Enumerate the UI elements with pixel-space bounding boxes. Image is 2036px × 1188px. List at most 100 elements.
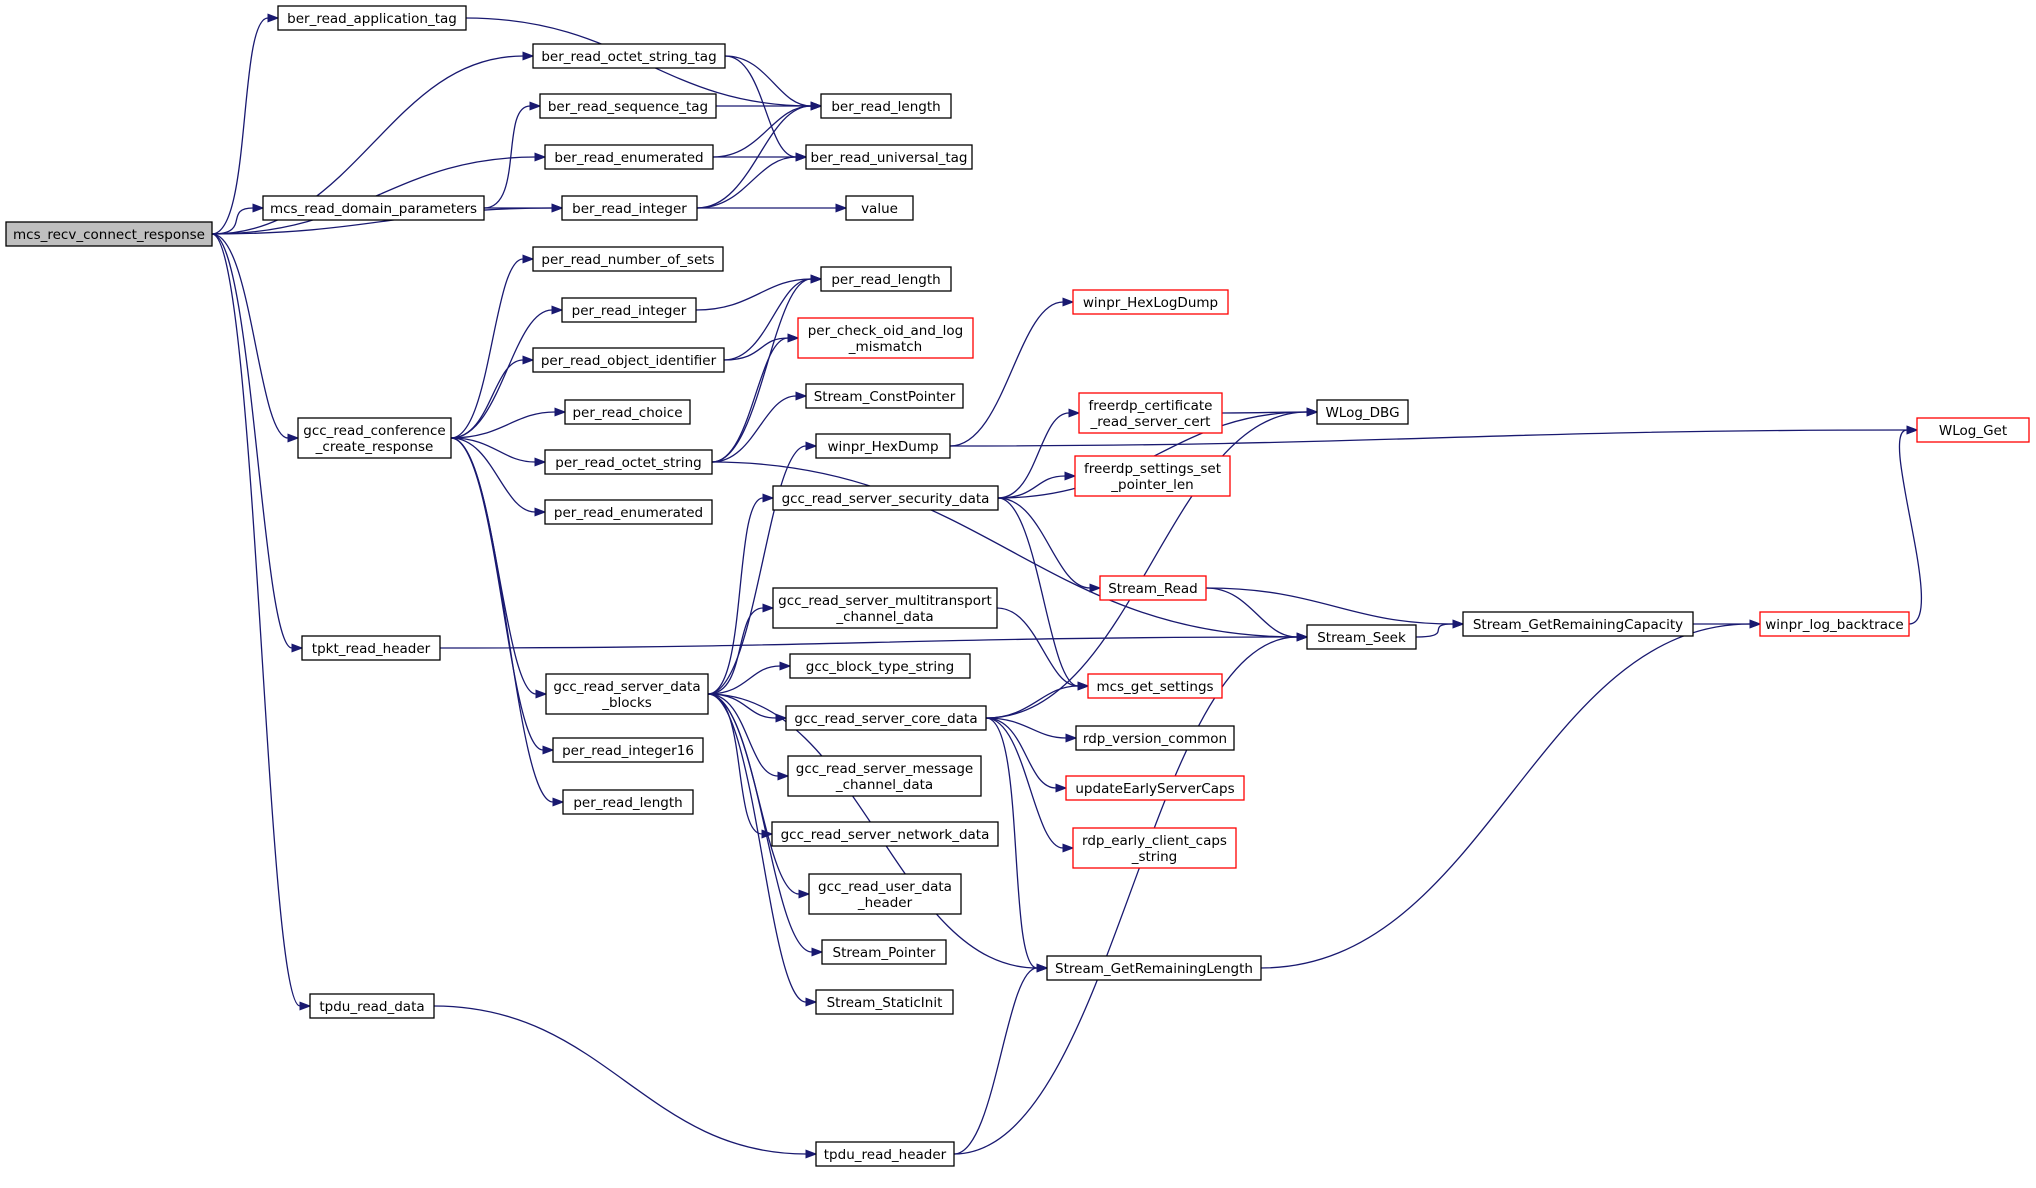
node-rdp-version-common[interactable]: rdp_version_common [1075,725,1235,751]
node-box [552,737,704,763]
node-per-read-object-identifier[interactable]: per_read_object_identifier [532,347,725,373]
edge-line [211,207,553,235]
node-ber-read-universal-tag[interactable]: ber_read_universal_tag [805,144,973,170]
edge-stream-seek-to-stream-getremainingcapacity [1415,619,1465,638]
node-label: mcs_recv_connect_response [13,227,205,243]
edge-line [707,693,800,895]
node-ber-read-length[interactable]: ber_read_length [820,93,952,119]
node-gcc-read-server-message-channel-data[interactable]: gcc_read_server_message_channel_data [787,755,982,797]
node-box [545,673,709,715]
node-label: tpkt_read_header [312,641,431,657]
node-label: tpdu_read_header [824,1147,947,1163]
node-box [561,195,698,221]
node-gcc-read-server-data-blocks[interactable]: gcc_read_server_data_blocks [545,673,709,715]
node-box [5,221,213,247]
node-per-read-integer16[interactable]: per_read_integer16 [552,737,704,763]
node-box [815,989,954,1015]
arrowhead-icon [551,305,564,315]
node-winpr-hexdump[interactable]: winpr_HexDump [815,433,951,459]
node-per-read-length[interactable]: per_read_length [820,266,952,292]
node-label: winpr_log_backtrace [1765,617,1903,633]
edge-gcc-read-server-data-blocks-to-stream-pointer [707,693,824,957]
node-gcc-read-server-multitransport-channel-data[interactable]: gcc_read_server_multitransport_channel_d… [772,587,998,629]
node-gcc-read-server-network-data[interactable]: gcc_read_server_network_data [771,821,999,847]
node-gcc-read-user-data-header[interactable]: gcc_read_user_data_header [808,873,962,915]
node-tpdu-read-header[interactable]: tpdu_read_header [815,1141,955,1167]
node-mcs-get-settings[interactable]: mcs_get_settings [1087,673,1223,699]
node-tpdu-read-data[interactable]: tpdu_read_data [309,993,435,1019]
node-updateearlyservercaps[interactable]: updateEarlyServerCaps [1065,775,1245,801]
node-label: gcc_block_type_string [806,659,954,675]
node-freerdp-settings-set-pointer-len[interactable]: freerdp_settings_set_pointer_len [1074,455,1231,497]
edge-line [711,461,1298,638]
node-label: Stream_GetRemainingLength [1055,961,1253,977]
node-ber-read-integer[interactable]: ber_read_integer [561,195,698,221]
node-stream-getremaininglength[interactable]: Stream_GetRemainingLength [1046,955,1262,981]
node-wlog-get[interactable]: WLog_Get [1916,417,2030,443]
node-winpr-hexlogdump[interactable]: winpr_HexLogDump [1072,289,1229,315]
node-per-check-oid-and-log-mismatch[interactable]: per_check_oid_and_log_mismatch [797,317,974,359]
node-wlog-dbg[interactable]: WLog_DBG [1316,399,1409,425]
node-label: ber_read_octet_string_tag [541,49,716,65]
node-stream-constpointer[interactable]: Stream_ConstPointer [805,383,964,409]
node-ber-read-enumerated[interactable]: ber_read_enumerated [544,144,714,170]
edge-mcs-read-domain-parameters-to-ber-read-integer [483,203,564,213]
node-label: value [861,201,898,217]
arrowhead-icon [811,947,824,957]
node-label: per_read_integer16 [562,743,694,759]
node-label: updateEarlyServerCaps [1075,781,1234,797]
node-box [562,789,694,815]
node-per-read-number-of-sets[interactable]: per_read_number_of_sets [532,246,724,272]
node-box [1316,399,1409,425]
node-per-read-choice[interactable]: per_read_choice [564,399,691,425]
node-freerdp-certificate-read-server-cert[interactable]: freerdp_certificate_read_server_cert [1078,392,1223,434]
node-stream-read[interactable]: Stream_Read [1099,575,1207,601]
node-label: _channel_data [835,777,933,793]
arrowhead-icon [762,493,775,503]
node-label: Stream_Seek [1317,630,1406,646]
node-value[interactable]: value [845,195,914,221]
node-label: gcc_read_user_data [818,879,952,895]
edge-line [696,156,797,209]
node-ber-read-octet-string-tag[interactable]: ber_read_octet_string_tag [532,43,726,69]
node-per-read-length-2[interactable]: per_read_length [562,789,694,815]
edge-line [985,685,1079,719]
node-ber-read-sequence-tag[interactable]: ber_read_sequence_tag [539,93,717,119]
node-box [808,873,962,915]
node-stream-pointer[interactable]: Stream_Pointer [821,939,947,965]
node-tpkt-read-header[interactable]: tpkt_read_header [301,635,441,661]
node-label: rdp_early_client_caps [1082,833,1227,849]
arrowhead-icon [535,689,548,699]
node-rdp-early-client-caps-string[interactable]: rdp_early_client_caps_string [1072,827,1237,869]
node-box [277,5,467,31]
node-gcc-read-server-core-data[interactable]: gcc_read_server_core_data [785,705,987,731]
node-gcc-read-server-security-data[interactable]: gcc_read_server_security_data [772,485,999,511]
edge-gcc-read-conference-create-response-to-per-read-octet-string [450,437,547,467]
node-box [532,43,726,69]
node-box [1046,955,1262,981]
node-per-read-enumerated[interactable]: per_read_enumerated [544,499,713,525]
node-box [262,195,485,221]
node-gcc-read-conference-create-response[interactable]: gcc_read_conference_create_response [297,417,452,459]
node-label: gcc_read_server_data [553,679,700,695]
arrowhead-icon [1077,681,1090,691]
node-per-read-octet-string[interactable]: per_read_octet_string [544,449,713,475]
node-gcc-block-type-string[interactable]: gcc_block_type_string [789,653,971,679]
node-stream-seek[interactable]: Stream_Seek [1306,624,1417,650]
node-box [561,297,697,323]
node-stream-getremainingcapacity[interactable]: Stream_GetRemainingCapacity [1462,611,1694,637]
arrowhead-icon [1065,733,1078,743]
node-mcs-recv-connect-response[interactable]: mcs_recv_connect_response [5,221,213,247]
node-mcs-read-domain-parameters[interactable]: mcs_read_domain_parameters [262,195,485,221]
arrowhead-icon [795,391,808,401]
node-box [544,449,713,475]
node-stream-staticinit[interactable]: Stream_StaticInit [815,989,954,1015]
arrowhead-icon [267,13,280,23]
node-per-read-integer[interactable]: per_read_integer [561,297,697,323]
node-ber-read-application-tag[interactable]: ber_read_application_tag [277,5,467,31]
edge-line [1205,587,1454,625]
node-box [785,705,987,731]
node-winpr-log-backtrace[interactable]: winpr_log_backtrace [1759,611,1910,637]
edge-mcs-recv-connect-response-to-ber-read-application-tag [211,13,280,235]
edge-line [211,233,293,649]
